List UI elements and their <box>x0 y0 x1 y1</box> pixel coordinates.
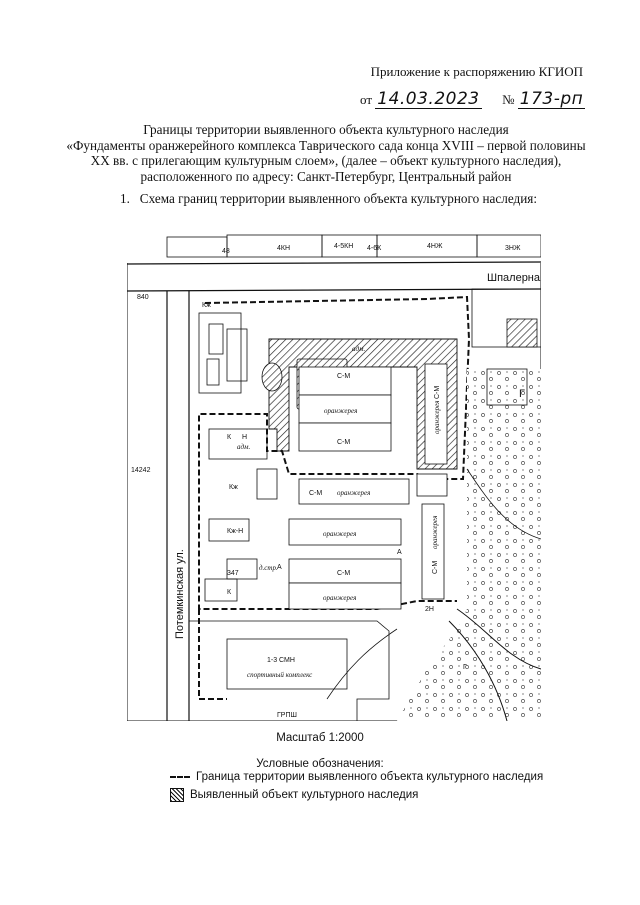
map-label: С-М <box>309 490 322 497</box>
map-label: А <box>277 564 282 571</box>
legend-title: Условные обозначения: <box>256 758 384 770</box>
order-date: 14.03.2023 <box>375 89 482 109</box>
title-line: Границы территории выявленного объекта к… <box>143 122 509 137</box>
map-label: оранжерея <box>324 407 357 415</box>
map-label: К <box>227 434 232 441</box>
order-number: 173-рп <box>517 89 586 109</box>
map-label: Н <box>242 434 247 441</box>
title-line: «Фундаменты оранжерейного комплекса Тавр… <box>66 137 586 153</box>
map-label: оранжерея <box>323 530 356 538</box>
boundary-scheme-map: 48 4КН 4-5КН 4-6К 4НЖ 3НЖ Шпалерная ул. … <box>127 229 541 721</box>
map-label: оранжерея <box>431 516 439 549</box>
map-label: Кж <box>202 302 211 309</box>
legend-item-boundary: Граница территории выявленного объекта к… <box>170 771 543 783</box>
title-line: расположенного по адресу: Санкт-Петербур… <box>140 168 512 184</box>
map-label: 14242 <box>131 467 151 474</box>
order-date-number: от 14.03.2023 № 173-рп <box>360 90 588 109</box>
map-label: С-М <box>337 373 350 380</box>
map-label: 840 <box>137 294 149 301</box>
title-line: XX вв. с прилегающим культурным слоем», … <box>90 153 562 169</box>
map-label: 4-5КН <box>334 243 353 250</box>
map-label: 4КН <box>277 245 290 252</box>
map-label: Кж-Н <box>227 528 243 535</box>
map-label: Г <box>463 664 467 671</box>
map-label: ГРПШ <box>277 712 297 719</box>
map-label: 2Н <box>425 606 434 613</box>
annex-heading: Приложение к распоряжению КГИОП <box>370 64 583 79</box>
map-label: оранжерея <box>323 594 356 602</box>
map-label: 4НЖ <box>427 243 443 250</box>
map-label: А <box>397 549 402 556</box>
hatched-area-symbol <box>170 788 184 802</box>
section-text: Схема границ территории выявленного объе… <box>139 191 537 206</box>
map-label: Г <box>519 388 525 400</box>
street-label-shpalernaya: Шпалерная ул. <box>487 272 541 284</box>
map-label: С-М <box>337 439 350 446</box>
dashed-boundary-symbol <box>170 776 190 778</box>
map-label: С-М <box>337 570 350 577</box>
map-label: С-М <box>434 386 441 399</box>
map-label: оранжерея <box>433 401 441 434</box>
section-number: 1. <box>120 191 130 206</box>
map-label: С-М <box>432 561 439 574</box>
legend-label: Выявленный объект культурного наследия <box>190 789 419 801</box>
map-label: К <box>227 589 232 596</box>
map-label: 347 <box>227 570 239 577</box>
legend-item-object: Выявленный объект культурного наследия <box>170 788 418 802</box>
map-label: д.стр. <box>259 564 278 572</box>
map-label: 1-3 СМН <box>267 657 295 664</box>
map-label: Кж <box>229 484 238 491</box>
map-label: 4-6К <box>367 245 382 252</box>
map-label: адм. <box>352 345 366 353</box>
legend-label: Граница территории выявленного объекта к… <box>196 771 544 783</box>
map-label: 48 <box>222 248 230 255</box>
street-label-potemkinskaya: Потемкинская ул. <box>174 549 186 639</box>
map-label: 3НЖ <box>505 245 521 252</box>
number-prefix: № <box>502 92 515 107</box>
map-scale: Масштаб 1:2000 <box>276 732 364 744</box>
map-label: адм. <box>237 443 251 451</box>
section-heading: 1. Схема границ территории выявленного о… <box>120 191 537 207</box>
map-label: оранжерея <box>337 489 370 497</box>
date-prefix: от <box>360 92 373 107</box>
document-title: Границы территории выявленного объекта к… <box>48 122 604 184</box>
map-label: спортивный комплекс <box>247 671 313 679</box>
